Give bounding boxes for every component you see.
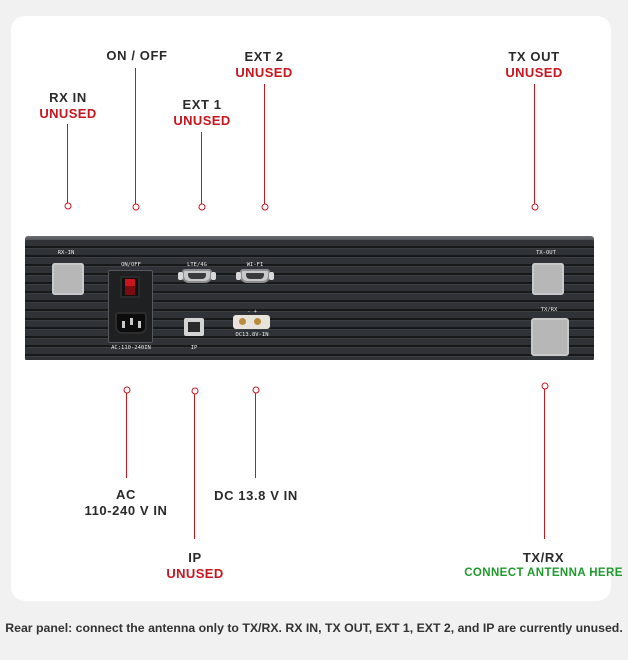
- leader-ext2: [264, 84, 265, 206]
- db9-screw: [178, 272, 183, 280]
- callout-status: UNUSED: [505, 64, 563, 80]
- leader-dot-rx-in: [64, 202, 71, 210]
- leader-ext1: [201, 132, 202, 206]
- panel-label-ip: IP: [190, 345, 198, 351]
- db9-screw: [211, 272, 216, 280]
- callout-status: CONNECT ANTENNA HERE: [464, 566, 623, 579]
- callout-name: IP: [188, 550, 202, 565]
- leader-ip: [194, 394, 195, 539]
- power-switch-rocker: [125, 279, 135, 295]
- leader-tx-out: [534, 84, 535, 206]
- leader-dot-on-off: [132, 203, 139, 211]
- leader-ac: [126, 393, 127, 478]
- leader-rx-in: [67, 124, 68, 206]
- callout-name: ON / OFF: [106, 48, 168, 63]
- callout-ext1: EXT 1 UNUSED: [132, 97, 272, 129]
- panel-label-lte: LTE/4G: [187, 262, 207, 268]
- ext2-db9-port: [236, 269, 274, 283]
- callout-name: TX/RX: [522, 550, 565, 565]
- callout-tx-out: TX OUT UNUSED: [464, 49, 604, 81]
- leader-on-off: [135, 68, 136, 206]
- callout-ac: AC 110-240 V IN: [56, 487, 196, 519]
- panel-label-dc: DC13.8V-IN: [235, 332, 269, 338]
- caption: Rear panel: connect the antenna only to …: [5, 621, 623, 635]
- leader-dot-tx-out: [531, 203, 538, 211]
- leader-dot-ext1: [198, 203, 205, 211]
- callout-detail: 110-240 V IN: [84, 502, 168, 518]
- callout-status: UNUSED: [235, 64, 293, 80]
- db9-screw: [269, 272, 274, 280]
- panel-label-rx-in: RX-IN: [57, 250, 75, 256]
- leader-dot-ext2: [261, 203, 268, 211]
- panel-label-wifi: WI-FI: [246, 262, 264, 268]
- tx-out-connector: [532, 263, 564, 295]
- callout-dc: DC 13.8 V IN: [186, 488, 326, 504]
- ip-rj45-port: [184, 318, 204, 336]
- leader-tx-rx: [544, 389, 545, 539]
- callout-status: UNUSED: [39, 105, 97, 121]
- db9-screw: [236, 272, 241, 280]
- ext1-db9-port: [178, 269, 216, 283]
- callout-name: DC 13.8 V IN: [214, 488, 298, 503]
- rx-in-connector: [52, 263, 84, 295]
- callout-name: EXT 1: [182, 97, 222, 112]
- callout-status: UNUSED: [166, 565, 224, 581]
- callout-on-off: ON / OFF: [67, 48, 207, 64]
- dc-inlet: [233, 315, 270, 329]
- callout-name: AC: [116, 487, 136, 502]
- callout-ext2: EXT 2 UNUSED: [194, 49, 334, 81]
- callout-ip: IP UNUSED: [125, 550, 265, 582]
- tx-rx-connector: [531, 318, 569, 356]
- leader-dc: [255, 393, 256, 478]
- callout-name: TX OUT: [508, 49, 560, 64]
- callout-name: RX IN: [49, 90, 87, 105]
- panel-label-dc-polarity: - +: [247, 309, 257, 315]
- ac-inlet: [115, 312, 147, 334]
- device-top-edge: [25, 236, 594, 242]
- panel-label-tx-out: TX-OUT: [536, 250, 556, 256]
- panel-label-ac: AC:110-240IN: [111, 345, 151, 351]
- callout-tx-rx: TX/RX CONNECT ANTENNA HERE: [461, 550, 626, 580]
- callout-status: UNUSED: [173, 112, 231, 128]
- panel-label-tx-rx: TX/RX: [540, 307, 558, 313]
- callout-name: EXT 2: [244, 49, 284, 64]
- panel-label-on-off: ON/OFF: [121, 262, 141, 268]
- callout-rx-in: RX IN UNUSED: [0, 90, 138, 122]
